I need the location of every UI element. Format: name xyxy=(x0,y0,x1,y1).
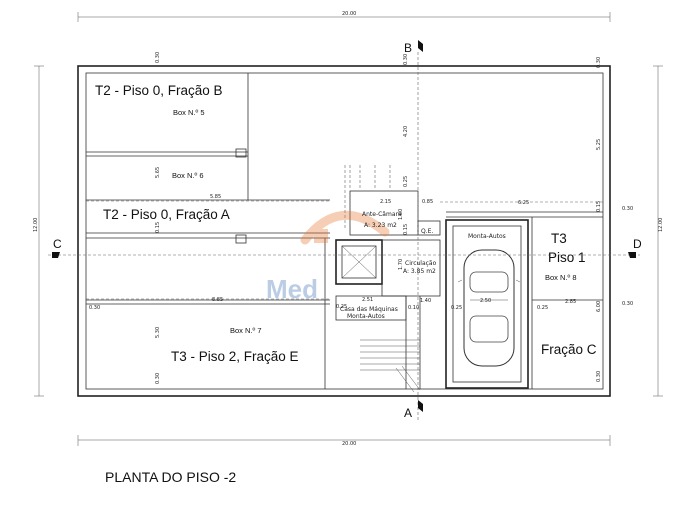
label-fracao-c: Fração C xyxy=(541,342,597,357)
stairs xyxy=(360,339,421,393)
dim-8-85: 8.85 xyxy=(212,297,223,303)
dim-0-15-v2: 0.15 xyxy=(596,201,602,212)
label-box-5: Box N.º 5 xyxy=(173,108,205,117)
outer-wall xyxy=(77,65,611,397)
overall-dimension-top: 20.00 xyxy=(77,11,611,22)
dim-0-30-a: 0.30 xyxy=(89,305,100,311)
label-t2-fracao-b: T2 - Piso 0, Fração B xyxy=(95,83,223,98)
dim-0-30-v2: 0.30 xyxy=(155,373,161,384)
dim-0-25-b: 0.25 xyxy=(537,305,548,311)
dim-0-30-v5: 0.30 xyxy=(596,371,602,382)
dimension-right-label: 12.00 xyxy=(658,218,664,232)
dim-5-65: 5.65 xyxy=(155,167,161,178)
dim-5-30: 5.30 xyxy=(155,327,161,338)
label-circulacao: Circulação xyxy=(405,260,437,267)
dimension-left-label: 12.00 xyxy=(33,218,39,232)
dim-0-85: 0.85 xyxy=(422,199,433,205)
label-box-7: Box N.º 7 xyxy=(230,326,262,335)
dim-2-51: 2.51 xyxy=(362,297,373,303)
label-ante-camara-area: A: 3.23 m2 xyxy=(364,222,397,229)
section-marker-c: C xyxy=(48,237,640,258)
dim-0-10: 0.10 xyxy=(408,305,419,311)
overall-dimension-left: 12.00 xyxy=(33,65,44,397)
dim-1-40: 1.40 xyxy=(420,298,431,304)
dim-0-30-v4: 0.30 xyxy=(596,57,602,68)
dimension-top-label: 20.00 xyxy=(342,11,356,17)
plan-title: PLANTA DO PISO -2 xyxy=(105,469,237,485)
dim-0-25-c: 0.25 xyxy=(336,304,347,310)
section-marker-d: D xyxy=(628,237,642,258)
label-t3: T3 xyxy=(551,231,567,246)
circulacao-room xyxy=(381,239,441,297)
label-circulacao-area: A: 3.85 m2 xyxy=(403,268,436,275)
svg-text:C: C xyxy=(53,237,62,251)
label-casa-maquinas-2: Monta-Autos xyxy=(347,313,385,320)
dim-0-30-v3: 0.30 xyxy=(403,54,409,65)
section-marker-a: A xyxy=(404,400,423,420)
dim-0-25-v: 0.25 xyxy=(403,176,409,187)
label-box-8: Box N.º 8 xyxy=(545,273,577,282)
dim-0-15-v1: 0.15 xyxy=(155,222,161,233)
dim-4-20: 4.20 xyxy=(403,126,409,137)
svg-text:D: D xyxy=(633,237,642,251)
svg-text:A: A xyxy=(404,406,412,420)
section-marker-b: B xyxy=(404,40,423,420)
label-t2-fracao-a: T2 - Piso 0, Fração A xyxy=(103,207,230,222)
monta-autos-shaft xyxy=(445,219,529,389)
dim-1-60: 1.60 xyxy=(398,209,404,220)
dimension-bottom-label: 20.00 xyxy=(342,441,356,447)
dim-1-70: 1.70 xyxy=(398,259,404,270)
dim-2-50: 2.50 xyxy=(480,298,491,304)
inner-wall xyxy=(85,72,604,390)
dim-2-15: 2.15 xyxy=(380,199,391,205)
dim-0-15-v3: 0.15 xyxy=(403,224,409,235)
dim-0-25-a: 0.25 xyxy=(451,305,462,311)
label-t3-fracao-e: T3 - Piso 2, Fração E xyxy=(171,349,299,364)
dim-0-30-b: 0.30 xyxy=(622,206,633,212)
label-ante-camara: Ante-Câmara xyxy=(362,211,402,218)
dim-0-30-v1: 0.30 xyxy=(155,52,161,63)
label-monta-autos: Monta-Autos xyxy=(468,233,506,240)
label-box-6: Box N.º 6 xyxy=(172,171,204,180)
dim-5-85: 5.85 xyxy=(210,194,221,200)
watermark-text: Med xyxy=(266,274,318,304)
label-qe: Q.E. xyxy=(421,228,433,235)
label-casa-maquinas: Casa das Máquinas xyxy=(340,306,398,313)
dim-6-00: 6.00 xyxy=(596,301,602,312)
label-piso-1: Piso 1 xyxy=(548,250,586,265)
dim-0-30-c: 0.30 xyxy=(622,301,633,307)
car-icon xyxy=(457,249,521,367)
dim-6-25: 6.25 xyxy=(518,200,529,206)
dim-2-85: 2.85 xyxy=(565,299,576,305)
overall-dimension-bottom: 20.00 xyxy=(77,435,611,447)
svg-text:B: B xyxy=(404,41,412,55)
overall-dimension-right: 12.00 xyxy=(653,65,664,397)
watermark: Med xyxy=(266,210,390,304)
dim-5-25: 5.25 xyxy=(596,139,602,150)
